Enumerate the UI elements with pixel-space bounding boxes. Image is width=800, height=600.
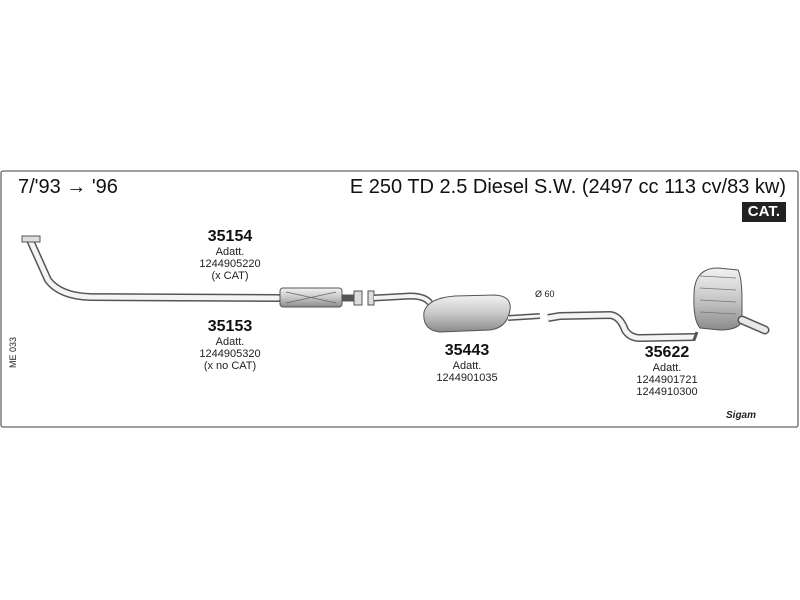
part-oem-code: 1244901721: [636, 374, 698, 386]
part-label-35153: 35153 Adatt. 1244905320 (x no CAT): [180, 318, 280, 372]
front-pipe-drawing: [21, 235, 363, 308]
part-note: (x no CAT): [203, 360, 257, 372]
panel-frame: [0, 170, 799, 428]
part-adapter-label: Adatt.: [452, 360, 482, 372]
part-oem-code: 1244910300: [636, 386, 698, 398]
part-oem-code: 1244901035: [436, 372, 498, 384]
part-oem-code: 1244905320: [199, 348, 261, 360]
production-period: 7/'93 → '96: [18, 176, 118, 198]
part-oem-code: 1244905220: [199, 258, 261, 270]
part-number: 35154: [207, 228, 253, 245]
part-adapter-label: Adatt.: [215, 246, 245, 258]
part-label-35443: 35443 Adatt. 1244901035: [412, 342, 522, 384]
part-note: (x CAT): [211, 270, 249, 282]
reference-code: ME 033: [8, 336, 18, 368]
part-adapter-label: Adatt.: [652, 362, 682, 374]
vehicle-model-title: E 250 TD 2.5 Diesel S.W. (2497 cc 113 cv…: [349, 176, 786, 198]
brand-logo: Sigam: [726, 410, 757, 421]
part-label-35622: 35622 Adatt. 1244901721 1244910300: [612, 344, 722, 398]
exhaust-diagram-drawing: [0, 170, 799, 428]
diameter-label: Ø 60: [535, 289, 555, 299]
part-adapter-label: Adatt.: [215, 336, 245, 348]
part-label-35154: 35154 Adatt. 1244905220 (x CAT): [180, 228, 280, 282]
part-number: 35153: [207, 318, 253, 335]
part-number: 35443: [444, 342, 490, 359]
cat-badge: CAT.: [741, 202, 786, 222]
exhaust-diagram-panel: 7/'93 → '96 E 250 TD 2.5 Diesel S.W. (24…: [0, 170, 800, 430]
part-number: 35622: [644, 344, 690, 361]
center-silencer-drawing: [367, 290, 541, 333]
rear-silencer-drawing: [547, 267, 770, 342]
